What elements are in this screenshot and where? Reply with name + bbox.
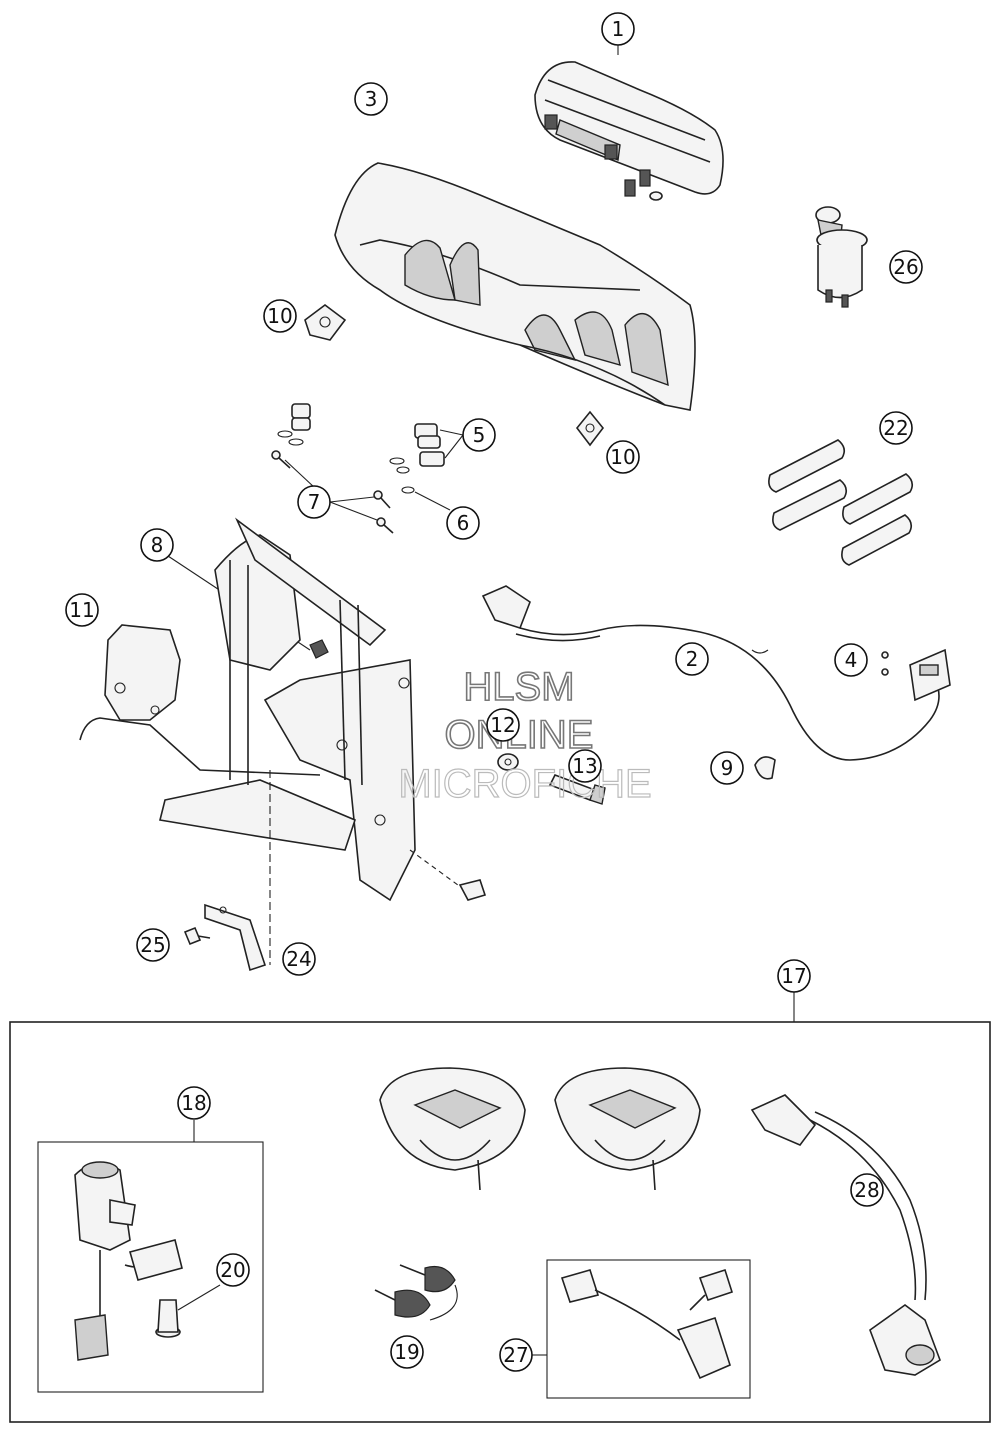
steering-lock: [750, 1094, 941, 1376]
keys: [374, 1264, 458, 1321]
svg-text:24: 24: [286, 947, 311, 971]
headlight-holder-bracket: [79, 517, 487, 965]
svg-text:3: 3: [365, 87, 378, 111]
svg-text:2: 2: [686, 647, 699, 671]
instrument-cluster: [534, 61, 724, 201]
cockpit-fairing: [334, 162, 696, 411]
svg-text:6: 6: [457, 511, 470, 535]
watermark-line-2: ONLINE: [445, 713, 594, 757]
callout-10-lower: 10: [606, 440, 640, 474]
callout-18: 18: [177, 1086, 211, 1120]
svg-text:1: 1: [612, 17, 625, 41]
svg-text:19: 19: [394, 1340, 419, 1364]
svg-text:22: 22: [883, 416, 908, 440]
svg-text:4: 4: [845, 648, 858, 672]
long-screw: [548, 773, 606, 805]
svg-text:8: 8: [151, 533, 164, 557]
fuel-tank-cap-left: [379, 1067, 526, 1191]
callout-2: 2: [675, 642, 709, 676]
svg-text:13: 13: [572, 754, 597, 778]
small-bracket: [204, 903, 267, 972]
callout-7: 7: [297, 485, 331, 519]
svg-text:11: 11: [69, 598, 94, 622]
callout-9: 9: [710, 751, 744, 785]
ignition-lock-box: [37, 1141, 264, 1393]
svg-text:5: 5: [473, 423, 486, 447]
callout-5: 5: [462, 418, 496, 452]
callout-17: 17: [777, 959, 811, 993]
svg-text:28: 28: [854, 1178, 879, 1202]
svg-text:20: 20: [220, 1258, 245, 1282]
callout-26: 26: [889, 250, 923, 284]
watermark-line-3: MICROFICHE: [398, 762, 651, 806]
callout-6: 6: [446, 506, 480, 540]
rubber-bushings: [277, 403, 445, 494]
lock-bolt: [155, 1284, 221, 1338]
fuel-tank-cap-right: [554, 1067, 701, 1191]
speed-nut-lower: [575, 410, 605, 447]
callout-25: 25: [136, 928, 170, 962]
callout-20: 20: [216, 1253, 250, 1287]
watermark-line-1: HLSM: [463, 665, 574, 709]
svg-text:25: 25: [140, 933, 165, 957]
callout-10-upper: 10: [263, 299, 297, 333]
svg-text:26: 26: [893, 255, 918, 279]
washer-nut: [497, 753, 519, 771]
harness-kit-box: [546, 1259, 751, 1399]
svg-text:27: 27: [503, 1343, 528, 1367]
svg-text:10: 10: [610, 445, 635, 469]
callout-1: 1: [601, 12, 635, 46]
callout-22: 22: [879, 411, 913, 445]
cable-clip: [754, 756, 776, 780]
svg-text:7: 7: [308, 490, 321, 514]
speed-nut-upper: [304, 304, 347, 341]
ignition-lock: [74, 1161, 183, 1361]
callout-19: 19: [390, 1335, 424, 1369]
svg-text:12: 12: [490, 713, 515, 737]
callout-8: 8: [140, 528, 174, 562]
svg-text:10: 10: [267, 304, 292, 328]
callout-4: 4: [834, 643, 868, 677]
lockset-frame: [9, 1021, 991, 1423]
svg-text:9: 9: [721, 756, 734, 780]
svg-text:17: 17: [781, 964, 806, 988]
callout-13: 13: [568, 749, 602, 783]
callout-12: 12: [486, 708, 520, 742]
speedo-cable: [481, 585, 940, 761]
power-socket: [815, 206, 868, 308]
callout-28: 28: [850, 1173, 884, 1207]
svg-text:18: 18: [181, 1091, 206, 1115]
callout-11: 11: [65, 593, 99, 627]
sensor-unit: [881, 648, 951, 702]
screws: [271, 450, 394, 534]
protective-tubes: [768, 439, 914, 566]
callout-24: 24: [282, 942, 316, 976]
callout-3: 3: [354, 82, 388, 116]
wiring-harness: [560, 1268, 734, 1380]
callout-27: 27: [499, 1338, 533, 1372]
bolt: [183, 926, 211, 946]
